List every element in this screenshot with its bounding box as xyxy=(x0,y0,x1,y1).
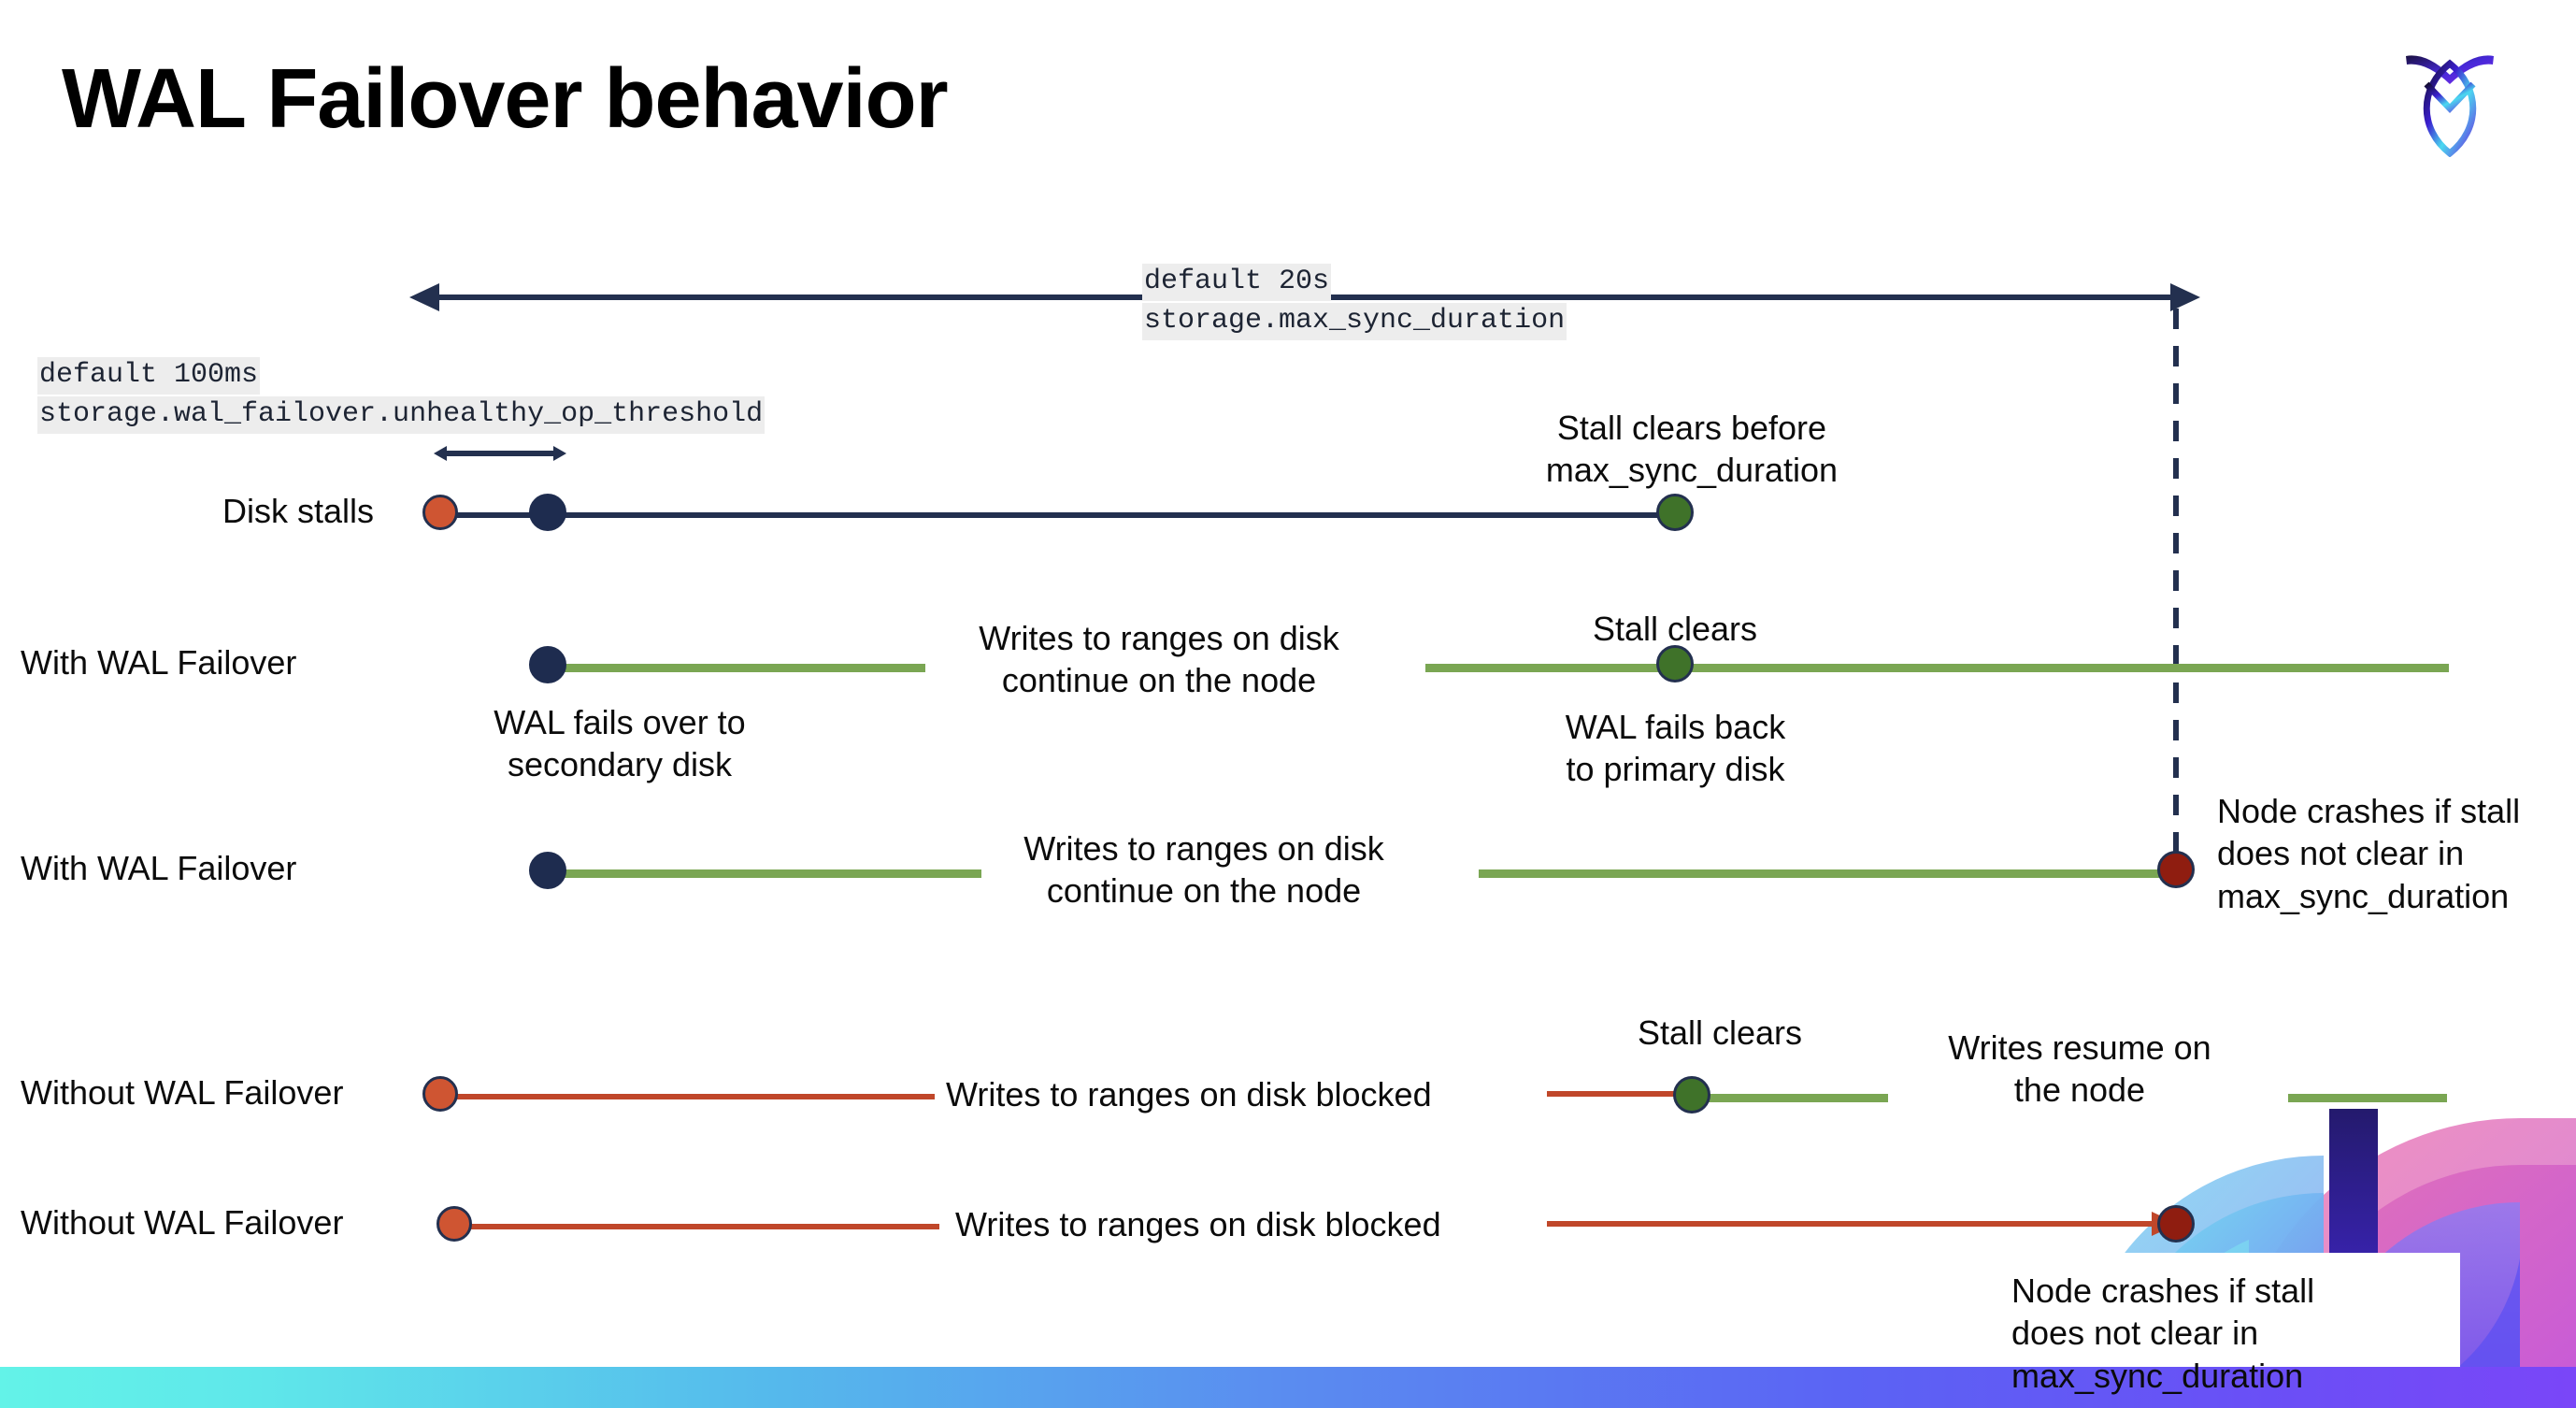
note-wal-fails-back: WAL fails back to primary disk xyxy=(1565,708,1786,789)
row-label-without-wal-failover-crashes: Without WAL Failover xyxy=(21,1203,344,1242)
disk-stall-clear-dot xyxy=(1656,494,1694,531)
row4-stall-start-dot xyxy=(422,1076,458,1112)
unhealthy-op-setting-chip: storage.wal_failover.unhealthy_op_thresh… xyxy=(37,396,766,434)
note-wal-fails-over: WAL fails over to secondary disk xyxy=(494,703,746,784)
row4-orange-segment xyxy=(439,1094,935,1099)
disk-stalls-timeline xyxy=(439,512,1673,518)
bottom-gradient-bar xyxy=(0,1367,2576,1408)
row-label-with-wal-failover-crashes: With WAL Failover xyxy=(21,849,297,887)
row-label-with-wal-failover-recovers: With WAL Failover xyxy=(21,643,297,682)
note-node-crashes-2: Node crashes if stall does not clear in … xyxy=(2011,1272,2315,1395)
max-sync-default-chip: default 20s xyxy=(1142,264,1332,301)
note-stall-clears-before: Stall clears before max_sync_duration xyxy=(1545,409,1839,490)
note-node-crashes-1: Node crashes if stall does not clear in … xyxy=(2217,792,2521,915)
note-stall-clears-2: Stall clears xyxy=(1637,1013,1803,1052)
row2-green-segment-left xyxy=(542,664,925,672)
note-writes-blocked-2: Writes to ranges on disk blocked xyxy=(955,1205,1441,1243)
row5-node-crash-dot xyxy=(2157,1205,2195,1243)
wal-failover-trigger-dot xyxy=(529,494,566,531)
note-writes-continue-1: Writes to ranges on disk continue on the… xyxy=(979,619,1339,700)
note-writes-resume: Writes resume on the node xyxy=(1948,1028,2211,1110)
row5-orange-segment xyxy=(453,1224,939,1229)
note-stall-clears-1: Stall clears xyxy=(1592,610,1758,648)
row2-stall-clear-dot xyxy=(1656,645,1694,682)
page-title: WAL Failover behavior xyxy=(62,52,949,146)
row-label-without-wal-failover-recovers: Without WAL Failover xyxy=(21,1073,344,1112)
cockroachdb-logo-icon xyxy=(2398,36,2501,158)
row3-failover-dot xyxy=(529,852,566,889)
note-writes-blocked-1: Writes to ranges on disk blocked xyxy=(946,1075,1432,1113)
row5-stall-start-dot xyxy=(436,1206,472,1242)
row4-green-segment-a xyxy=(1701,1094,1888,1102)
row2-green-segment-right xyxy=(1425,664,2449,672)
note-writes-continue-2: Writes to ranges on disk continue on the… xyxy=(1023,829,1384,911)
row3-node-crash-dot xyxy=(2157,851,2195,888)
unhealthy-op-default-chip: default 100ms xyxy=(37,357,261,395)
disk-stall-start-dot xyxy=(422,495,458,530)
row4-stall-clear-dot xyxy=(1673,1076,1710,1113)
max-sync-setting-chip: storage.max_sync_duration xyxy=(1142,303,1567,340)
row-label-disk-stalls: Disk stalls xyxy=(222,492,375,530)
row4-green-segment-b xyxy=(2288,1094,2447,1102)
row3-green-segment-left xyxy=(542,869,981,878)
row3-green-segment-right xyxy=(1479,869,2170,878)
row2-failover-dot xyxy=(529,646,566,683)
